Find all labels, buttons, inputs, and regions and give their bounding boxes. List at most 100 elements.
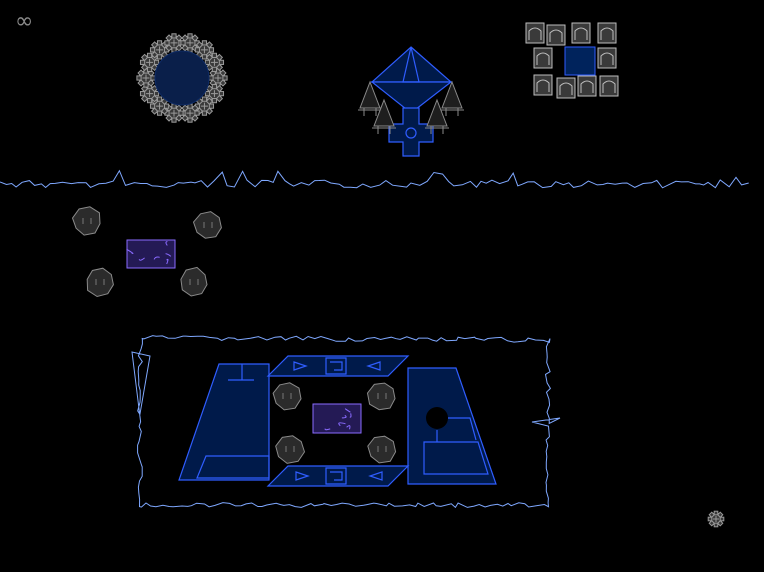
ring-gear-tooth xyxy=(205,41,214,49)
terrain-ridge xyxy=(0,169,749,189)
ring-gear-tooth xyxy=(201,40,208,46)
ring-gear-tooth xyxy=(195,41,204,49)
ring-gear-tooth xyxy=(139,91,146,97)
spire-top xyxy=(370,46,453,83)
corner-gear-tooth xyxy=(708,519,716,527)
ring-gear-tooth xyxy=(149,103,156,109)
crate xyxy=(525,22,545,44)
ring-gear-tooth xyxy=(171,33,177,39)
ring-gear-tooth xyxy=(165,114,173,122)
ring-gear-tooth xyxy=(175,104,183,112)
right-building-pipe xyxy=(436,417,477,442)
ring-gear-tooth xyxy=(146,98,153,104)
ring-gear-tooth xyxy=(175,114,183,122)
tree xyxy=(441,80,463,109)
right-building xyxy=(407,367,497,485)
tree-base xyxy=(440,108,464,116)
bridge-top-glyph xyxy=(325,357,347,375)
ring-gear-tooth xyxy=(171,117,177,123)
infinity-icon: ∞ xyxy=(15,9,34,34)
ring-gear-cross xyxy=(142,74,150,82)
arena-fence xyxy=(131,335,561,509)
ring-gear-tooth xyxy=(160,107,169,115)
crate-arch xyxy=(528,27,542,40)
ring-gear-cross xyxy=(170,39,178,47)
ring-gear-tooth xyxy=(205,84,214,93)
ring-gear-tooth xyxy=(181,44,189,52)
ring-gear-tooth xyxy=(137,69,145,77)
corner-gear-tooth xyxy=(707,516,713,522)
ring-core xyxy=(154,50,210,106)
arena[interactable] xyxy=(131,335,561,509)
crate xyxy=(556,77,576,99)
crate-cluster[interactable] xyxy=(525,22,619,99)
marble-tile-arena[interactable] xyxy=(312,403,362,434)
ring-gear-tooth xyxy=(150,94,159,103)
ring-gear-tooth xyxy=(187,33,193,39)
ring-gear-tooth xyxy=(165,44,173,52)
ring-gear-tooth xyxy=(150,107,159,115)
rock-mark xyxy=(377,393,387,399)
small-gear[interactable] xyxy=(707,510,725,528)
rock xyxy=(366,382,396,411)
bridge-top-arrow-right xyxy=(293,361,308,371)
rock xyxy=(272,382,302,411)
ring-gear xyxy=(149,96,170,116)
rocks-arena[interactable] xyxy=(272,382,397,464)
ring-gear-tooth xyxy=(219,79,227,87)
right-building-inner xyxy=(423,441,489,475)
ring-gear-tooth xyxy=(194,47,201,53)
tree-base xyxy=(372,126,396,134)
ring-gear-tooth xyxy=(215,94,224,103)
corner-gear xyxy=(707,510,725,528)
ring-gear-tooth xyxy=(156,54,163,60)
corner-gear-tooth xyxy=(716,511,724,519)
ring-gear-tooth xyxy=(222,75,228,81)
ring-gear-tooth xyxy=(136,75,142,81)
crystal-spire[interactable] xyxy=(358,46,464,157)
ring-gear-tooth xyxy=(150,41,159,49)
ring-gear-tooth xyxy=(204,91,211,97)
spire-core xyxy=(405,127,417,139)
ring-gear-tooth xyxy=(201,110,208,116)
crate-arch xyxy=(574,27,588,40)
crate-arch xyxy=(580,80,594,93)
tile-veins xyxy=(126,241,172,265)
crate xyxy=(546,24,566,46)
bridge-bottom xyxy=(266,465,410,487)
ring-gear-tooth xyxy=(137,79,145,87)
rock xyxy=(71,206,101,236)
ring-gear-tooth xyxy=(140,53,149,62)
rocks-left[interactable] xyxy=(71,206,222,298)
crate-arch xyxy=(602,80,616,93)
ring-gear xyxy=(164,33,184,53)
ring-gear xyxy=(204,52,225,72)
ring-gear-tooth xyxy=(164,40,170,46)
crate xyxy=(571,22,591,44)
crate xyxy=(577,75,597,97)
ring-gear-tooth xyxy=(150,51,159,59)
rock xyxy=(192,211,222,239)
crate xyxy=(597,47,617,69)
gear-ring[interactable] xyxy=(136,33,228,123)
ring-gear-tooth xyxy=(156,96,163,102)
ring-gear-cross xyxy=(200,102,208,110)
bridge-bottom-arrow-left xyxy=(368,471,383,481)
marble-tile-left[interactable] xyxy=(126,239,176,269)
ring-gear-tooth xyxy=(146,52,153,58)
ring-gear-cross xyxy=(146,58,154,66)
ring-gear-tooth xyxy=(194,110,200,116)
corner-gear-tooth xyxy=(716,519,724,527)
crate-center xyxy=(564,46,596,76)
tree-group xyxy=(358,80,464,134)
rock-mark xyxy=(285,446,295,452)
ring-gear-tooth xyxy=(211,84,218,90)
corner-gear-tooth xyxy=(708,511,716,519)
ring-gear-tooth xyxy=(165,34,173,42)
ring-gear-tooth xyxy=(219,69,227,77)
crate-arch xyxy=(600,52,614,65)
crate xyxy=(533,74,553,96)
ring-gear-tooth xyxy=(205,107,214,115)
ring-gear xyxy=(136,68,156,88)
